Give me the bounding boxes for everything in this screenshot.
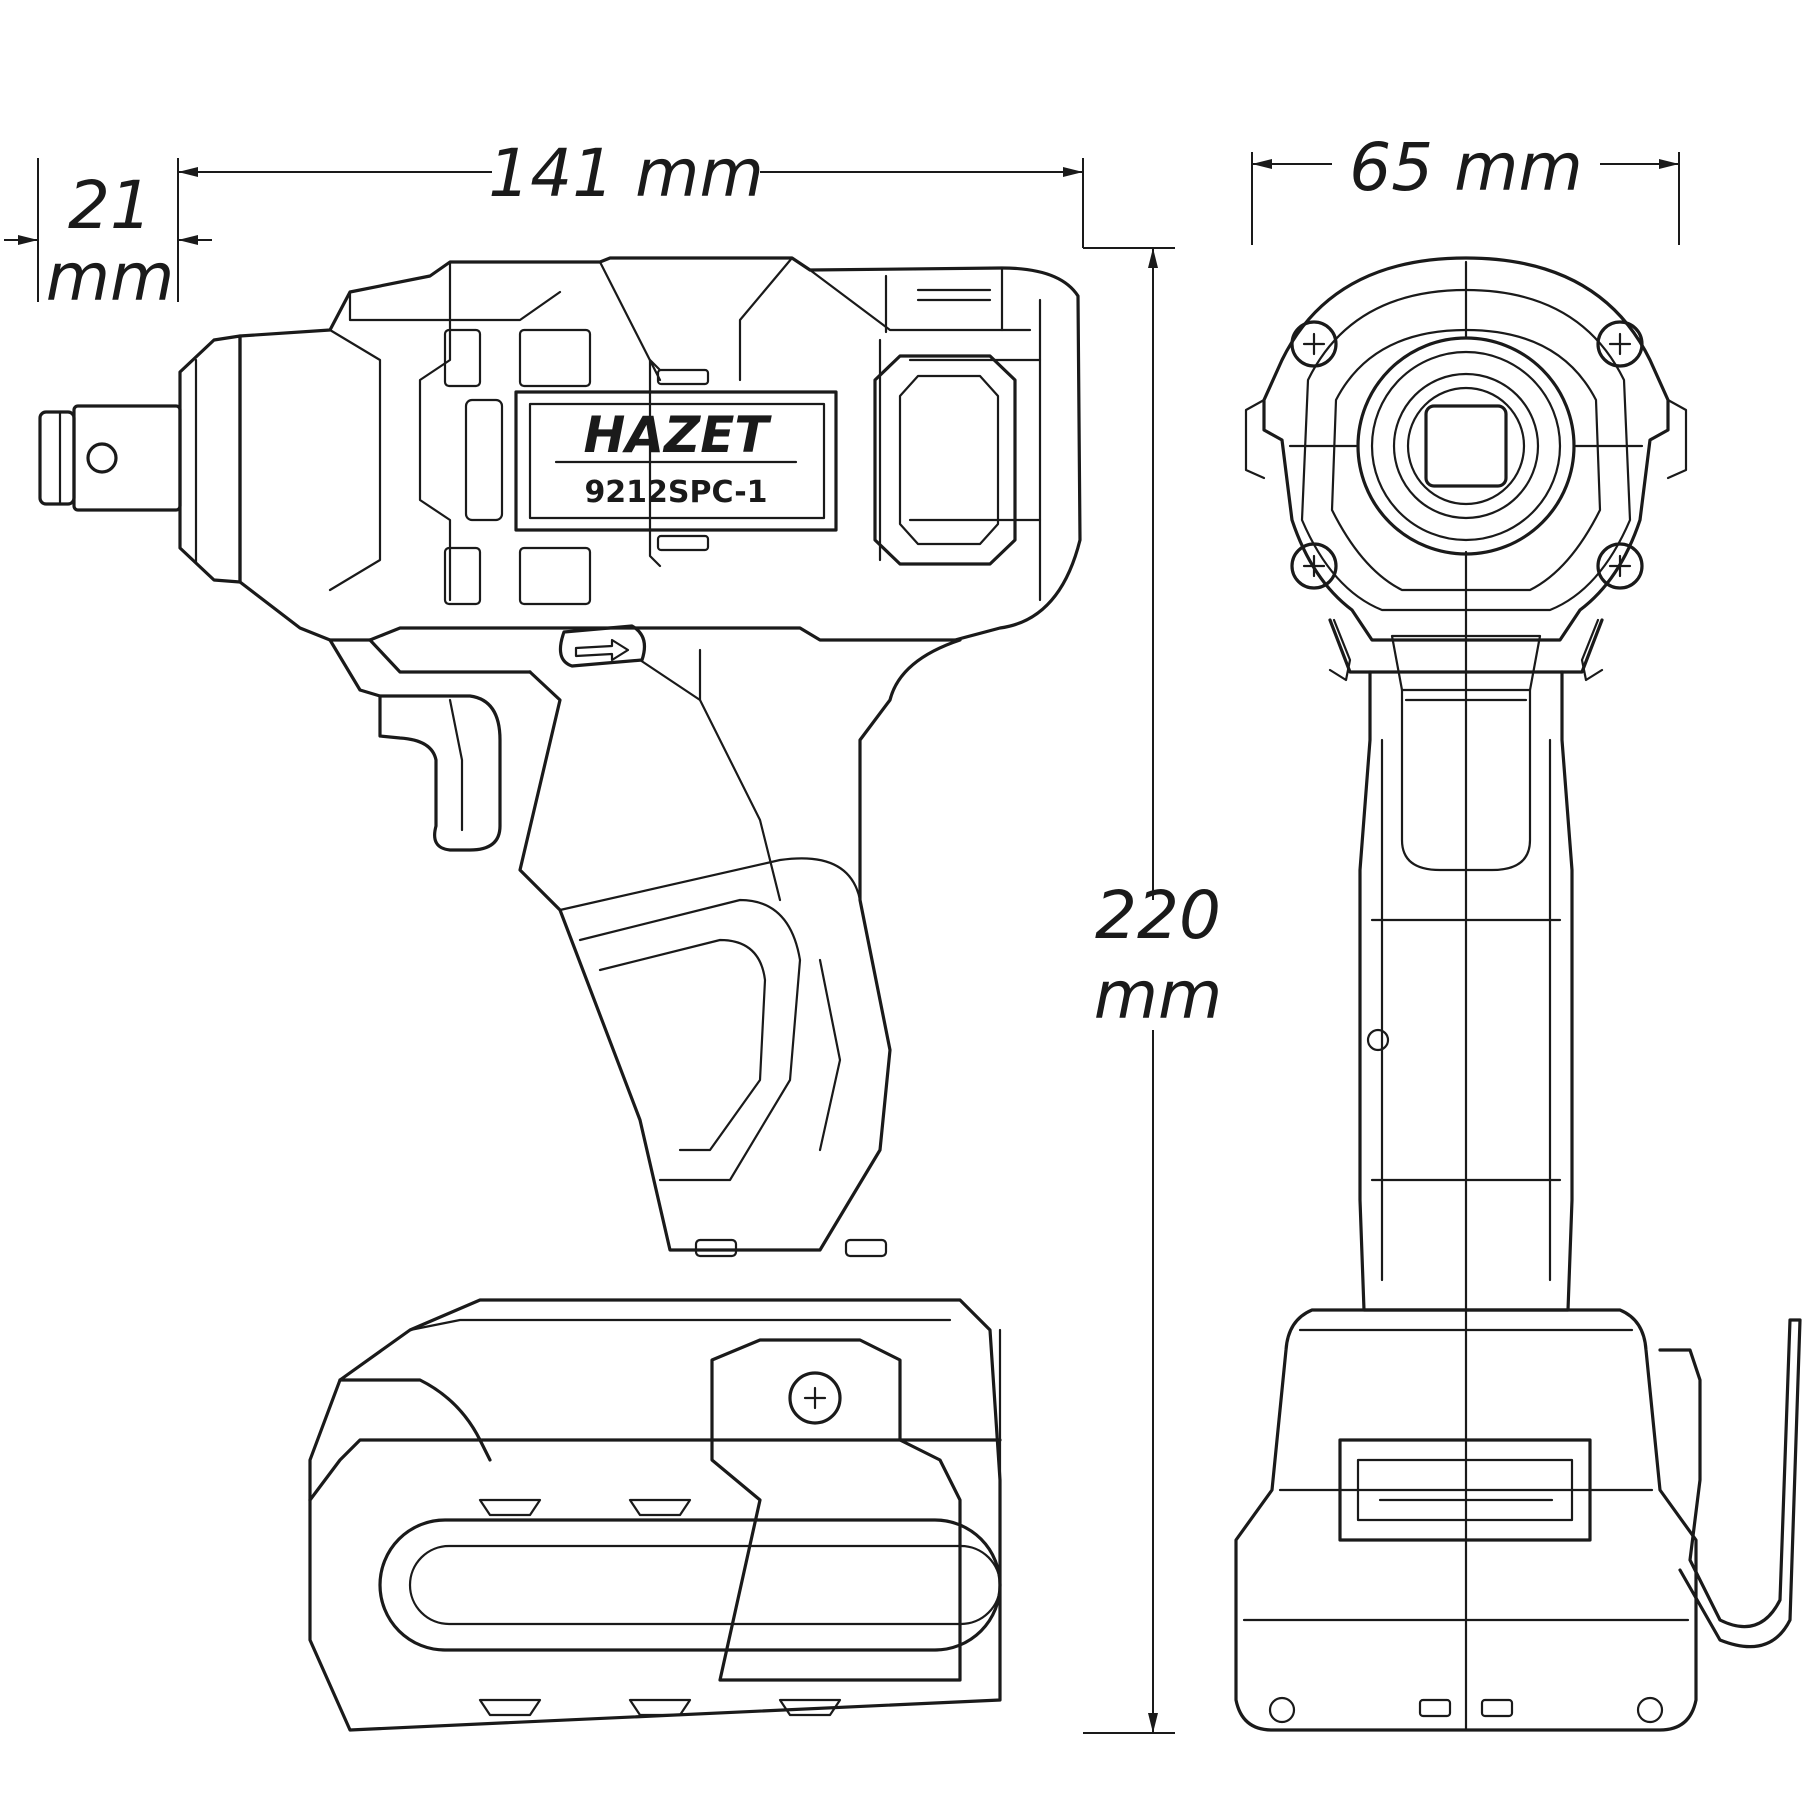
battery-latch	[710, 1338, 962, 1682]
square-drive-anvil	[38, 404, 182, 512]
battery-pack	[308, 1298, 1002, 1732]
front-square-drive	[1424, 404, 1508, 488]
latch-screw	[788, 1371, 842, 1425]
label-plate: HAZET 9212SPC-1	[464, 368, 838, 552]
dimension-nose-length: 21 mm	[4, 158, 212, 316]
hammer-case	[238, 256, 1082, 642]
front-view	[1234, 256, 1802, 1732]
belt-hook	[1658, 1318, 1802, 1649]
model-number-text: 9212SPC-1	[584, 475, 767, 510]
front-battery-pack	[1234, 1308, 1698, 1732]
brand-logo-text: HAZET	[583, 406, 772, 464]
dimension-width: 65 mm	[1251, 129, 1680, 245]
dimension-height-unit: mm	[1094, 957, 1223, 1034]
dimension-height: 220 mm	[1083, 247, 1223, 1734]
dimension-overall-length: 141 mm	[178, 135, 1084, 248]
dimension-width-label: 65 mm	[1349, 129, 1583, 206]
rear-cover-window	[873, 354, 1017, 566]
side-view: HAZET 9212SPC-1	[38, 256, 1082, 1732]
trigger	[378, 694, 502, 852]
dimension-nose-length-unit: mm	[46, 239, 175, 316]
nose-cap	[178, 334, 242, 584]
front-bearing-ring	[1356, 336, 1576, 556]
front-screws	[1290, 320, 1644, 590]
dimension-nose-length-value: 21	[68, 167, 152, 244]
handle	[518, 638, 962, 1252]
direction-switch	[558, 624, 646, 668]
dimension-overall-length-label: 141 mm	[488, 135, 764, 212]
dimension-height-value: 220	[1095, 877, 1221, 954]
